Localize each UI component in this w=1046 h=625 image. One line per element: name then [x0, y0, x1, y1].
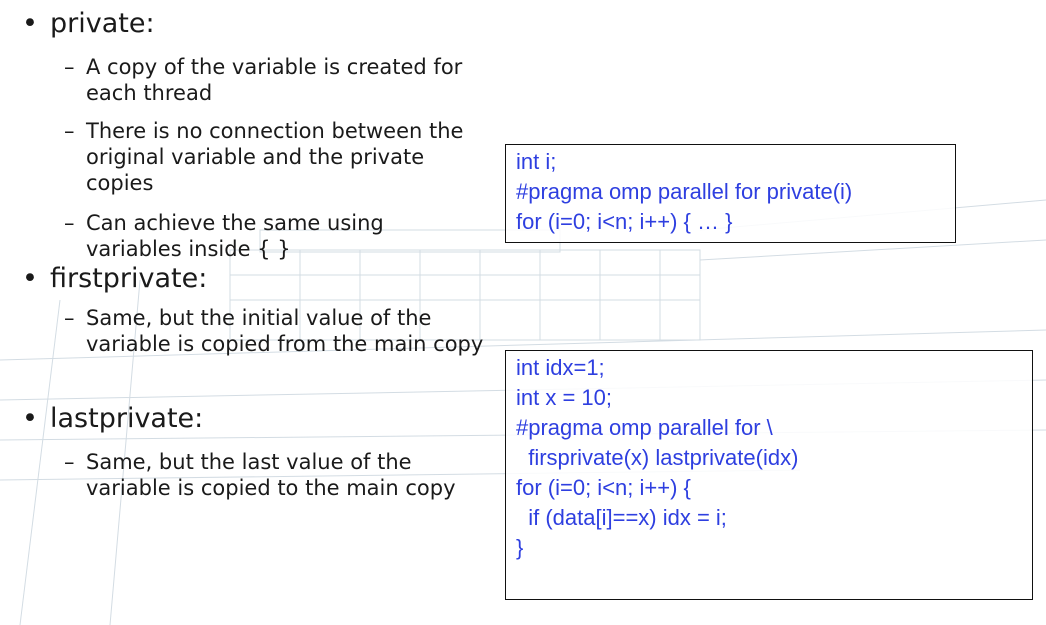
bullet-private-label: private: — [50, 8, 155, 39]
code-line: int idx=1; — [516, 355, 605, 380]
code-line: int x = 10; — [516, 385, 613, 410]
bullet-firstprivate-label: firstprivate: — [50, 263, 208, 294]
code-line: #pragma omp parallel for \ — [516, 415, 773, 440]
code-box-lastprivate-example: int idx=1; int x = 10; #pragma omp paral… — [505, 350, 1033, 600]
dash-marker: – — [64, 211, 75, 235]
bullet-lastprivate: • lastprivate: — [22, 402, 203, 436]
code-line: } — [516, 535, 524, 560]
bullet-firstprivate: • firstprivate: — [22, 262, 207, 296]
sub-lastprivate-last-value: –Same, but the last value of the variabl… — [64, 450, 456, 500]
code-line: if (data[i]==x) idx = i; — [516, 505, 727, 530]
dash-marker: – — [64, 119, 75, 143]
code-line: int i; — [516, 149, 557, 174]
dash-marker: – — [64, 55, 75, 79]
bullet-dot: • — [22, 263, 38, 294]
code-box-private-example: int i; #pragma omp parallel for private(… — [505, 144, 956, 243]
sub-firstprivate-initial-value: –Same, but the initial value of the vari… — [64, 306, 484, 356]
code-line: for (i=0; i<n; i++) { — [516, 475, 691, 500]
code-line: #pragma omp parallel for private(i) — [516, 179, 853, 204]
sub-private-copy-per-thread: –A copy of the variable is created for e… — [64, 55, 463, 105]
code-line: for (i=0; i<n; i++) { … } — [516, 209, 733, 234]
dash-marker: – — [64, 450, 75, 474]
bullet-lastprivate-label: lastprivate: — [50, 403, 204, 434]
sub-private-no-connection: –There is no connection between the orig… — [64, 119, 464, 195]
bullet-dot: • — [22, 403, 38, 434]
dash-marker: – — [64, 306, 75, 330]
bullet-private: • private: — [22, 7, 155, 41]
code-line: firsprivate(x) lastprivate(idx) — [516, 445, 799, 470]
sub-private-inside-braces: –Can achieve the same using variables in… — [64, 211, 384, 261]
bullet-dot: • — [22, 8, 38, 39]
